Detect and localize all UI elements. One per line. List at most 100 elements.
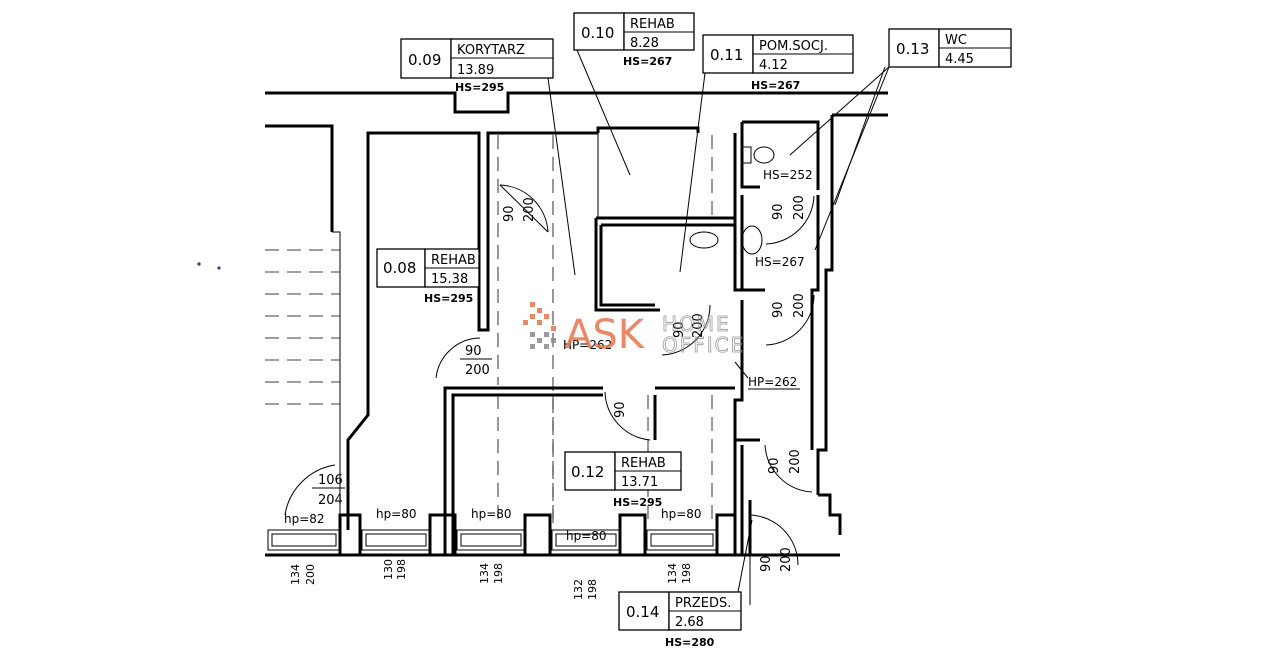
room-0-10-top <box>596 126 700 133</box>
logo-line1: HOME <box>662 312 731 336</box>
sink-icon <box>689 231 719 249</box>
room-name: WC <box>945 33 967 48</box>
door-height: 200 <box>792 195 807 220</box>
door-swings <box>284 184 815 605</box>
room-id: 0.11 <box>710 46 743 64</box>
room-0-08-wall <box>346 131 598 530</box>
door-width: 90 <box>613 401 628 418</box>
room-height: HS=267 <box>623 55 672 68</box>
window-labels: hp=82 134 200 hp=80 130 198 hp=80 134 19… <box>284 507 702 600</box>
window-height: 198 <box>680 563 693 584</box>
room-tag-0-08: 0.08 REHAB 15.38 HS=295 <box>376 248 480 305</box>
door-height: 204 <box>318 493 343 508</box>
window-height: 200 <box>304 564 317 585</box>
room-name: REHAB <box>621 456 666 471</box>
room-0-11-inner <box>599 225 655 307</box>
stair-wall <box>265 124 334 232</box>
height-label: HP=262 <box>748 375 797 389</box>
right-inner-wall <box>810 195 820 450</box>
room-tag-0-11: 0.11 POM.SOCJ. 4.12 HS=267 <box>679 34 854 273</box>
logo-brand: ASK <box>565 312 646 358</box>
room-area: 8.28 <box>630 36 659 51</box>
top-wall <box>265 91 888 114</box>
room-height: HS=295 <box>613 496 662 509</box>
room-area: 13.89 <box>457 63 494 78</box>
wc-top-wall <box>742 120 820 190</box>
room-height: HS=295 <box>424 292 473 305</box>
washbasin-icon <box>741 225 763 255</box>
toilet-tank-icon <box>742 146 752 164</box>
room-id: 0.09 <box>408 51 441 69</box>
beam-lines <box>497 135 713 525</box>
room-height: HS=267 <box>751 79 800 92</box>
room-id: 0.13 <box>896 40 929 58</box>
pier-5 <box>715 513 737 557</box>
door-width: 90 <box>759 555 774 572</box>
room-name: REHAB <box>630 17 675 32</box>
window-sill: hp=82 <box>284 512 325 526</box>
room-tag-0-10: 0.10 REHAB 8.28 HS=267 <box>573 12 695 176</box>
room-id: 0.10 <box>581 24 614 42</box>
room-id: 0.14 <box>626 603 659 621</box>
room-name: REHAB <box>431 253 476 268</box>
window-sill: hp=80 <box>376 507 417 521</box>
room-name: KORYTARZ <box>457 43 525 58</box>
door-dimensions: 106 204 90 200 90 200 90 200 90 200 90 2… <box>312 195 807 572</box>
window-width: 134 <box>289 564 302 585</box>
pier-4 <box>618 513 647 557</box>
window-height: 198 <box>395 559 408 580</box>
door-height: 200 <box>792 293 807 318</box>
door-width: 90 <box>767 457 782 474</box>
room-tag-0-09: 0.09 KORYTARZ 13.89 HS=295 <box>400 38 576 276</box>
room-0-12-top <box>443 386 603 555</box>
staircase <box>265 249 340 405</box>
height-label: HS=267 <box>755 255 805 269</box>
door-width: 90 <box>465 344 482 359</box>
room-area: 13.71 <box>621 475 658 490</box>
room-name: PRZEDS. <box>675 596 731 611</box>
window-height: 198 <box>492 563 505 584</box>
room-0-11-left <box>594 218 660 312</box>
window-sill: hp=80 <box>566 529 607 543</box>
room-id: 0.12 <box>571 463 604 481</box>
room-tag-0-12: 0.12 REHAB 13.71 HS=295 <box>564 451 682 509</box>
fixtures <box>689 146 775 255</box>
room-height: HS=280 <box>665 636 715 649</box>
room-area: 4.45 <box>945 52 974 67</box>
door-height: 200 <box>465 363 490 378</box>
window-width: 134 <box>666 563 679 584</box>
room-height: HS=295 <box>455 81 504 94</box>
height-label: HP=262 <box>563 338 612 352</box>
door-width: 90 <box>771 301 786 318</box>
watermark-logo: ASK HOME OFFICE <box>523 302 744 358</box>
window-sill: hp=80 <box>661 507 702 521</box>
door-height: 200 <box>691 313 706 338</box>
pier-3 <box>523 513 552 557</box>
room-name: POM.SOCJ. <box>759 39 828 54</box>
room-area: 2.68 <box>675 615 704 630</box>
window-sill: hp=80 <box>471 507 512 521</box>
step-corner <box>818 493 842 535</box>
stray-dot <box>197 262 201 266</box>
pier-2 <box>428 513 457 557</box>
door-width: 90 <box>502 205 517 222</box>
door-width: 106 <box>318 473 343 488</box>
door-width: 90 <box>672 321 687 338</box>
window-width: 134 <box>478 563 491 584</box>
room-area: 4.12 <box>759 58 788 73</box>
room-id: 0.08 <box>383 259 416 277</box>
pier-1 <box>338 513 362 557</box>
room-tag-0-13: 0.13 WC 4.45 <box>789 28 1012 251</box>
window-height: 198 <box>586 579 599 600</box>
room-tag-0-14: 0.14 PRZEDS. 2.68 HS=280 <box>618 519 753 649</box>
right-outer-wall <box>816 115 834 495</box>
wc-cell-wall <box>740 122 760 189</box>
corridor-right-wall <box>733 300 760 442</box>
height-label: HS=252 <box>763 168 813 182</box>
door-height: 200 <box>788 449 803 474</box>
toilet-icon <box>753 146 775 164</box>
door-height: 200 <box>522 197 537 222</box>
door-width: 90 <box>771 203 786 220</box>
door-height: 200 <box>779 547 794 572</box>
